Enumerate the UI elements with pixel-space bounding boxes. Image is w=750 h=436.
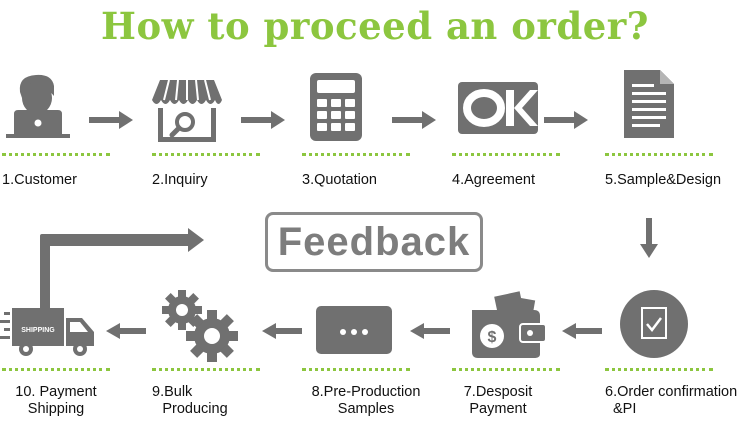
wallet-icon: $ (468, 291, 547, 360)
step-label: 8.Pre-Production Samples (300, 384, 432, 418)
step-label-line: Producing (162, 401, 228, 417)
truck-icon: SHIPPING (0, 306, 96, 358)
step-label: 3.Quotation (302, 172, 377, 188)
step-label-line: Payment (469, 401, 527, 417)
arrow-right (392, 111, 436, 129)
arrow-left (106, 323, 146, 339)
step-label-line: &PI (613, 401, 637, 417)
gears-icon (160, 288, 240, 364)
step-label-line: 8.Pre-Production (311, 384, 421, 400)
arrow-down (640, 218, 658, 258)
shipping-text: SHIPPING (21, 327, 55, 334)
step-label-line: 10. Payment (15, 384, 97, 400)
shop-icon (152, 79, 222, 142)
step-label: 4.Agreement (452, 172, 536, 188)
feedback-label: Feedback (277, 219, 471, 264)
feedback-loop-arrow (38, 228, 208, 313)
step-label-line: 9.Bulk (152, 384, 193, 400)
step-label: 6.Order confirmation &PI (605, 384, 737, 418)
dotted-divider (302, 153, 410, 156)
arrow-left (410, 323, 450, 339)
page-title: How to proceed an order? (101, 4, 649, 48)
feedback-box: Feedback (265, 212, 483, 272)
arrow-right (544, 111, 588, 129)
arrow-right (241, 111, 285, 129)
step-label: 1.Customer (2, 172, 77, 188)
dotted-divider (452, 368, 560, 371)
step-label: 10. Payment Shipping (2, 384, 110, 418)
dotted-divider (2, 153, 110, 156)
dotted-divider (302, 368, 410, 371)
customer-icon (6, 70, 70, 140)
card-icon (316, 306, 392, 354)
dotted-divider (152, 368, 260, 371)
arrow-left (562, 323, 602, 339)
dotted-divider (152, 153, 260, 156)
arrow-left (262, 323, 302, 339)
step-label-line: 6.Order confirmation (605, 384, 738, 400)
document-icon (624, 70, 674, 138)
step-label-line: Samples (337, 401, 395, 417)
ok-icon (458, 82, 538, 134)
dotted-divider (605, 368, 713, 371)
step-label-line: Shipping (27, 401, 85, 417)
check-icon (620, 290, 688, 358)
calculator-icon (310, 73, 362, 141)
dotted-divider (2, 368, 110, 371)
arrow-right (89, 111, 133, 129)
step-label: 9.Bulk Producing (150, 384, 240, 418)
svg-text:$: $ (488, 329, 497, 346)
dotted-divider (452, 153, 560, 156)
step-label-line: 7.Desposit (463, 384, 533, 400)
step-label: 5.Sample&Design (605, 172, 722, 188)
step-label: 7.Desposit Payment (452, 384, 544, 418)
step-label: 2.Inquiry (152, 172, 208, 188)
dotted-divider (605, 153, 713, 156)
